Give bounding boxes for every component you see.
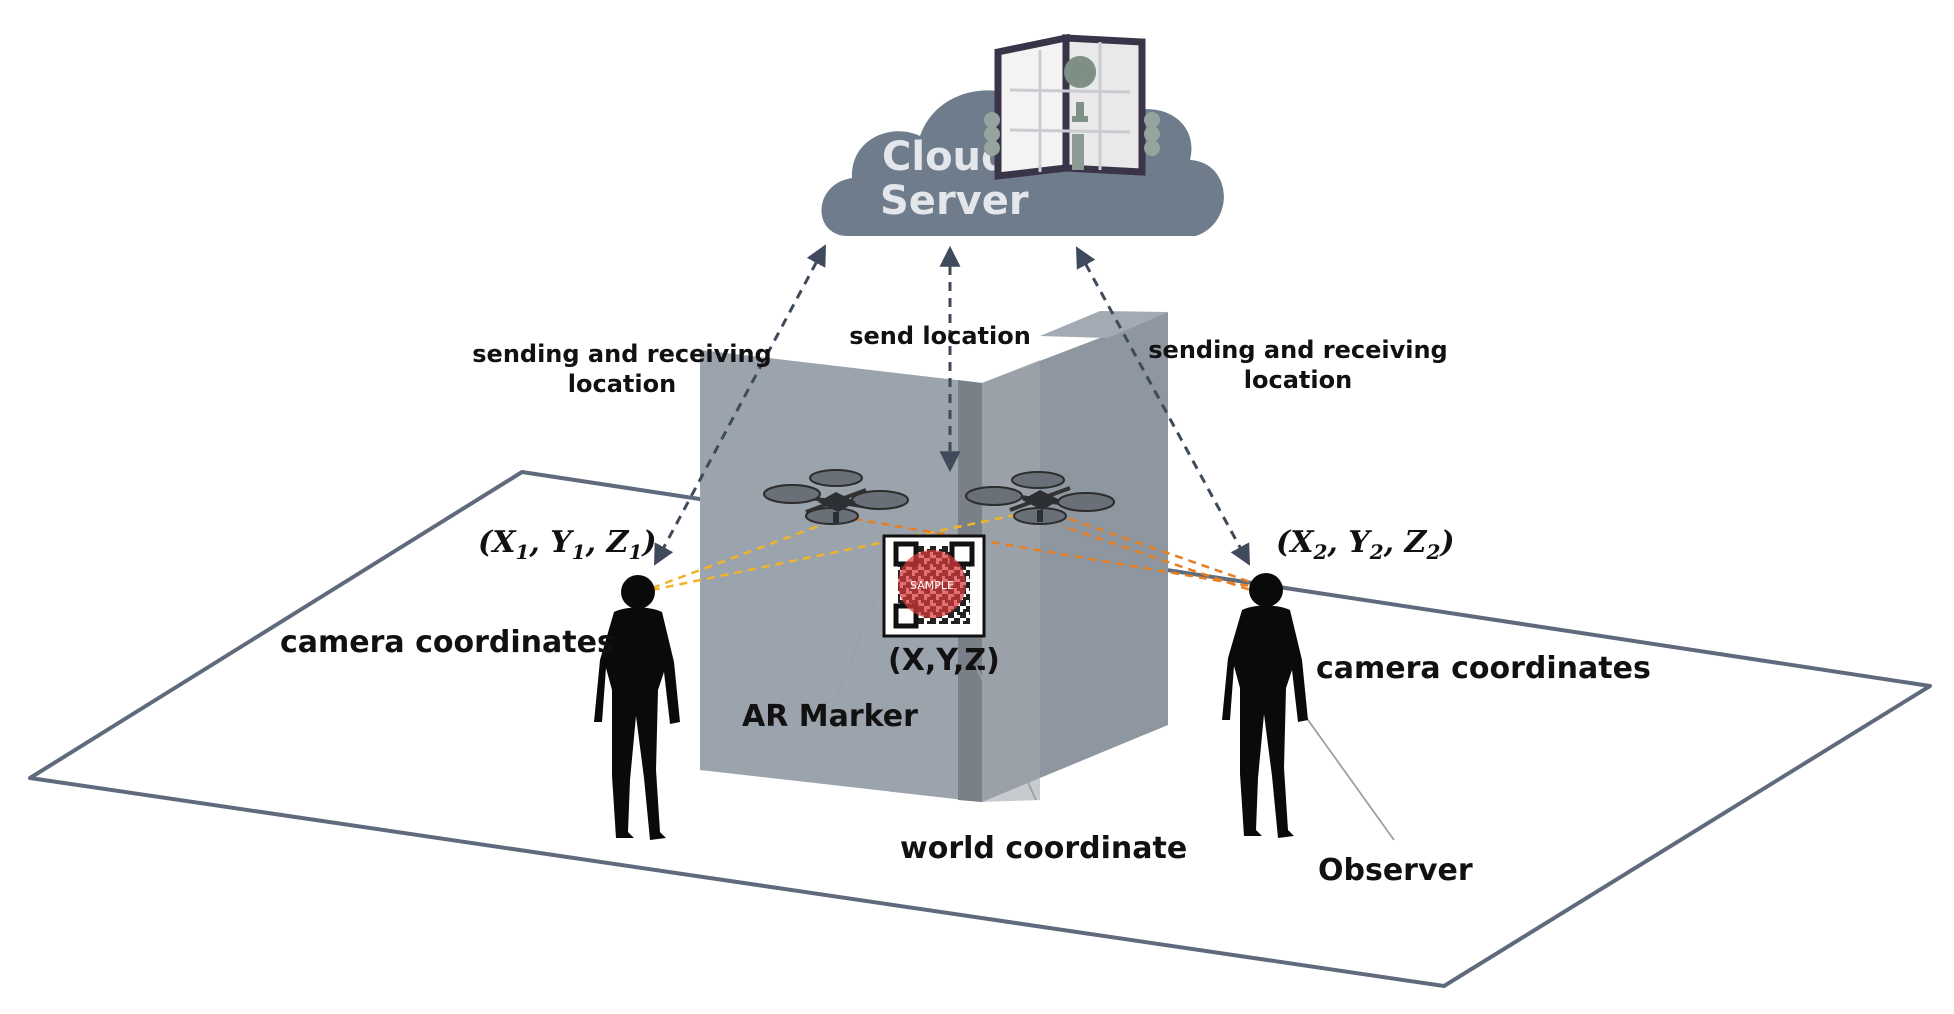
person-icon xyxy=(1222,573,1308,838)
left-camera-coordinates: (X1, Y1, Z1) xyxy=(478,525,657,564)
coord-z-sub: 2 xyxy=(1425,540,1440,564)
coord-y: Y xyxy=(550,525,574,560)
marker-coordinates: (X,Y,Z) xyxy=(888,643,1000,678)
svg-text:(X1, Y1, Z1): (X1, Y1, Z1) xyxy=(478,525,657,564)
coord-x-sub: 1 xyxy=(515,540,529,564)
coord-z: Z xyxy=(1404,525,1428,560)
cloud-title-2: Server xyxy=(880,178,1029,224)
label-right-link-2: location xyxy=(1244,366,1352,394)
coord-y: Y xyxy=(1348,525,1372,560)
label-right-link-1: sending and receiving xyxy=(1148,336,1447,364)
coord-z-sub: 1 xyxy=(628,540,642,564)
svg-text:(X2, Y2, Z2): (X2, Y2, Z2) xyxy=(1276,525,1455,564)
right-camera-coordinates: (X2, Y2, Z2) xyxy=(1276,525,1455,564)
coord-x: X xyxy=(1288,525,1315,560)
coord-close: ) xyxy=(1438,525,1454,560)
coord-y-sub: 1 xyxy=(572,540,586,564)
person-icon xyxy=(594,575,680,840)
world-coordinate-label: world coordinate xyxy=(900,831,1187,866)
right-camera-label: camera coordinates xyxy=(1316,651,1651,686)
coord-open: ( xyxy=(478,525,494,560)
communication-links xyxy=(654,244,1251,566)
label-center-link: send location xyxy=(849,322,1031,350)
coord-close: ) xyxy=(640,525,656,560)
sight-lines xyxy=(651,510,1263,596)
map-pin-icon xyxy=(1064,56,1097,116)
ar-marker-label: AR Marker xyxy=(742,699,918,734)
coord-open: ( xyxy=(1276,525,1292,560)
coord-x: X xyxy=(490,525,517,560)
label-left-link-1: sending and receiving xyxy=(472,340,771,368)
coord-y-sub: 2 xyxy=(1369,540,1384,564)
map-icon xyxy=(984,33,1160,180)
observer-label: Observer xyxy=(1318,853,1473,888)
left-camera-label: camera coordinates xyxy=(280,625,615,660)
coord-z: Z xyxy=(606,525,630,560)
link-left xyxy=(654,244,826,566)
wall-right-strip xyxy=(982,360,1040,802)
label-left-link-2: location xyxy=(568,370,676,398)
drone-icon xyxy=(763,469,909,525)
coord-x-sub: 2 xyxy=(1312,540,1327,564)
link-right xyxy=(1075,246,1251,566)
sample-stamp-text: SAMPLE xyxy=(910,579,954,592)
sample-stamp xyxy=(898,550,966,618)
qr-marker-icon: SAMPLE xyxy=(882,534,986,638)
leader-lines xyxy=(835,595,1395,841)
drone-icon xyxy=(965,471,1115,525)
